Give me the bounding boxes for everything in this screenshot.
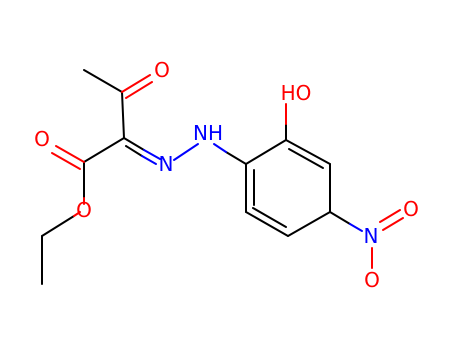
ester-carbonyl-oxygen-label: O	[34, 127, 50, 151]
atom-labels: O O O N NH HO N O O	[34, 58, 419, 292]
bond-methyl-ketone	[83, 69, 123, 93]
ring-bond-2	[285, 139, 331, 165]
bond-ketone-o	[121, 74, 151, 93]
bond-nitro-o-top	[379, 209, 401, 223]
bond-alpha-azo-black	[123, 137, 145, 151]
bond-nitro-o-top-2	[382, 217, 404, 231]
bond-ketone-alpha	[121, 91, 125, 139]
nh-label: NH	[193, 121, 223, 145]
bond-nh-ring-black	[225, 151, 247, 165]
bond-ketone-o-2	[125, 81, 153, 99]
ring-bond-5-inner	[252, 207, 287, 228]
bond-nh-ring-blue	[213, 143, 227, 153]
ring-bond-4	[287, 211, 331, 237]
nitro-nitrogen-label: N	[364, 224, 379, 248]
bond-alpha-ester-carbon	[83, 137, 125, 163]
oxygen-bonds	[51, 74, 404, 269]
bond-alpha-azo-blue	[143, 149, 161, 160]
bond-ring-nitro-black	[329, 211, 351, 225]
bond-ester-carbonyl-o-2	[51, 152, 81, 170]
nitro-oxygen-top-label: O	[403, 197, 419, 221]
ring-bond-2-inner	[288, 148, 324, 169]
bond-alpha-azo-blue-2	[141, 155, 157, 165]
azo-nitrogen-label: N	[159, 152, 174, 176]
bond-ethyl-ch2	[41, 215, 75, 237]
nitrogen-bonds	[141, 143, 363, 232]
bond-alpha-azo-black-2	[125, 145, 143, 157]
bond-nitro-ring-blue	[349, 223, 363, 232]
nitro-oxygen-bottom-label: O	[364, 268, 380, 292]
ring-bond-1	[245, 139, 287, 165]
ring-bond-5	[245, 211, 289, 237]
hydroxyl-label: HO	[281, 81, 312, 105]
bond-azo-nh	[173, 143, 199, 161]
bond-ester-o-ethyl	[73, 211, 81, 217]
ketone-oxygen-label: O	[154, 58, 170, 82]
carbon-bonds	[41, 69, 351, 285]
bond-ester-carbonyl-o	[55, 145, 85, 163]
ester-oxygen-label: O	[76, 198, 92, 222]
